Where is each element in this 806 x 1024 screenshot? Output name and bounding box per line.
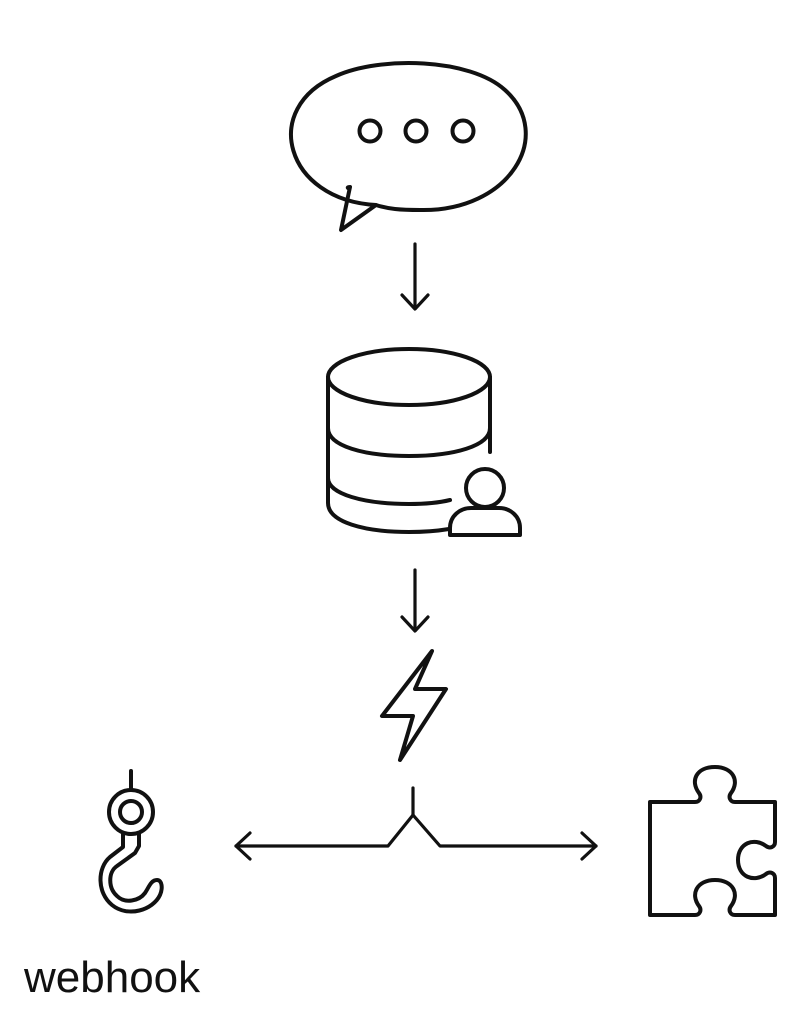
user-head-icon bbox=[464, 467, 506, 509]
chat-dot-right-icon bbox=[450, 118, 476, 144]
chat-bubble-icon bbox=[289, 61, 528, 232]
branch-connector bbox=[234, 786, 598, 861]
arrow-to-integration bbox=[580, 831, 598, 861]
arrow-database-to-trigger bbox=[400, 568, 430, 633]
lightning-bolt-icon bbox=[380, 649, 448, 762]
chat-dot-middle-icon bbox=[403, 118, 429, 144]
webhook-label: webhook bbox=[23, 953, 201, 1002]
puzzle-piece-icon bbox=[648, 765, 777, 917]
webhook-hook-icon bbox=[98, 769, 164, 914]
arrow-chat-to-database bbox=[400, 242, 430, 311]
chat-dot-left-icon bbox=[357, 118, 383, 144]
user-body-icon bbox=[448, 506, 522, 537]
arrow-to-webhook bbox=[234, 831, 252, 861]
database-user-icon bbox=[326, 347, 522, 537]
